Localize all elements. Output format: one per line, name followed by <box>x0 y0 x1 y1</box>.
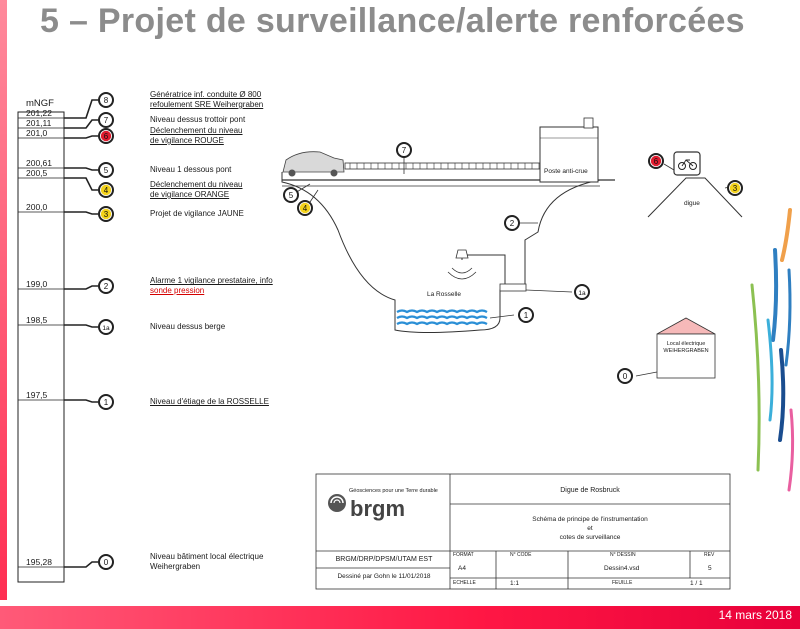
svg-text:1a: 1a <box>578 290 586 297</box>
format-label: FORMAT <box>453 552 474 558</box>
sensor-7-bridge: 7 <box>396 142 412 158</box>
svg-text:2: 2 <box>510 219 515 228</box>
local-electrique-label: Local électrique WEIHERGRABEN <box>663 341 709 354</box>
revision-value: 5 <box>708 565 712 572</box>
sensor-3-digue: 3 <box>727 180 743 196</box>
scale-label: Projet de vigilance JAUNE <box>150 209 244 219</box>
svg-text:4: 4 <box>303 204 308 213</box>
sensor-5-scale: 5 <box>98 162 114 178</box>
sensor-3-scale: 3 <box>98 206 114 222</box>
svg-text:5: 5 <box>104 166 109 175</box>
left-accent-strip <box>0 0 7 600</box>
scale-value: 199,0 <box>26 279 48 289</box>
svg-text:5: 5 <box>289 191 294 200</box>
svg-text:2: 2 <box>104 282 109 291</box>
sensor-1a-scale: 1a <box>98 319 114 335</box>
scale-value: 198,5 <box>26 315 48 325</box>
svg-text:7: 7 <box>104 116 109 125</box>
page-title: 5 – Projet de surveillance/alerte renfor… <box>40 2 745 40</box>
title-block-frame <box>315 473 731 590</box>
scale-value: 195,28 <box>26 557 52 567</box>
drawn-by: Dessiné par Gohn le 11/01/2018 <box>337 573 431 580</box>
footer-date: 14 mars 2018 <box>718 608 792 622</box>
brgm-logo-text: brgm <box>350 496 405 521</box>
drawing-number-value: Dessin4.vsd <box>604 565 640 572</box>
scale-label: ECHELLE <box>453 580 476 586</box>
svg-text:1: 1 <box>104 398 109 407</box>
format-value: A4 <box>458 565 466 572</box>
decorative-strokes <box>750 208 795 492</box>
svg-text:1a: 1a <box>102 325 110 332</box>
sensor-1-scale: 1 <box>98 394 114 410</box>
digue-scene <box>647 151 743 218</box>
drawing-number-label: N° DESSIN <box>610 552 636 558</box>
sheet-label: FEUILLE <box>612 580 633 586</box>
sensor-1-bridge: 1 <box>518 307 534 323</box>
svg-text:1: 1 <box>524 311 529 320</box>
scale-column <box>17 111 65 583</box>
sensor-0-scale: 0 <box>98 554 114 570</box>
brgm-logo-icon <box>328 494 346 512</box>
svg-text:6: 6 <box>104 132 109 141</box>
svg-text:7: 7 <box>402 146 407 155</box>
scale-unit: mNGF <box>26 98 54 109</box>
project-name: Digue de Rosbruck <box>560 487 620 494</box>
local-electrique <box>635 317 716 379</box>
footer-bar <box>0 606 800 629</box>
code-label: N° CODE <box>510 552 532 558</box>
svg-text:0: 0 <box>623 372 628 381</box>
organisation: BRGM/DRP/DPSM/UTAM EST <box>335 556 433 563</box>
scale-lines <box>18 99 98 568</box>
scale-value: 201,0 <box>26 128 48 138</box>
brgm-tagline: Géosciences pour une Terre durable <box>349 488 438 494</box>
poste-anti-crue-label: Poste anti-crue <box>544 168 588 175</box>
scale-value: 201,11 <box>26 118 52 128</box>
svg-text:3: 3 <box>733 184 738 193</box>
svg-text:0: 0 <box>104 558 109 567</box>
digue-label: digue <box>684 200 700 207</box>
river-water <box>396 309 488 326</box>
sensor-7-scale: 7 <box>98 112 114 128</box>
sensor-5-bridge: 5 <box>283 187 299 203</box>
sensor-2-bridge: 2 <box>504 215 520 231</box>
svg-text:4: 4 <box>104 186 109 195</box>
sensor-8-scale: 8 <box>98 92 114 108</box>
drawing-description: Schéma de principe de l'instrumentation … <box>532 516 648 541</box>
bridge-scene <box>281 117 615 333</box>
scale-label: Niveau d'étiage de la ROSSELLE <box>150 397 269 407</box>
scale-value: 200,0 <box>26 202 48 212</box>
scale-value: 197,5 <box>26 390 48 400</box>
scale-label: Niveau dessus berge <box>150 322 226 332</box>
svg-text:3: 3 <box>104 210 109 219</box>
sensor-4-bridge: 4 <box>297 200 313 216</box>
scale-label: Niveau 1 dessous pont <box>150 165 232 175</box>
scale-value: 200,61 <box>26 158 52 168</box>
sensor-0-local: 0 <box>617 368 633 384</box>
scale-value: 201,22 <box>26 108 52 118</box>
sensor-4-scale: 4 <box>98 182 114 198</box>
sensor-6-scale: 6 <box>98 128 114 144</box>
svg-text:8: 8 <box>104 96 109 105</box>
scale-value: 1:1 <box>510 580 520 587</box>
sensor-6-digue: 6 <box>648 153 664 169</box>
scale-label: Niveau dessus trottoir pont <box>150 115 246 125</box>
sensor-1a-bridge: 1a <box>574 284 590 300</box>
sensor-2-scale: 2 <box>98 278 114 294</box>
river-label: La Rosselle <box>427 291 461 298</box>
sheet-value: 1 / 1 <box>690 580 703 587</box>
revision-label: REV <box>704 552 715 558</box>
scale-value: 200,5 <box>26 168 48 178</box>
svg-text:6: 6 <box>654 157 659 166</box>
